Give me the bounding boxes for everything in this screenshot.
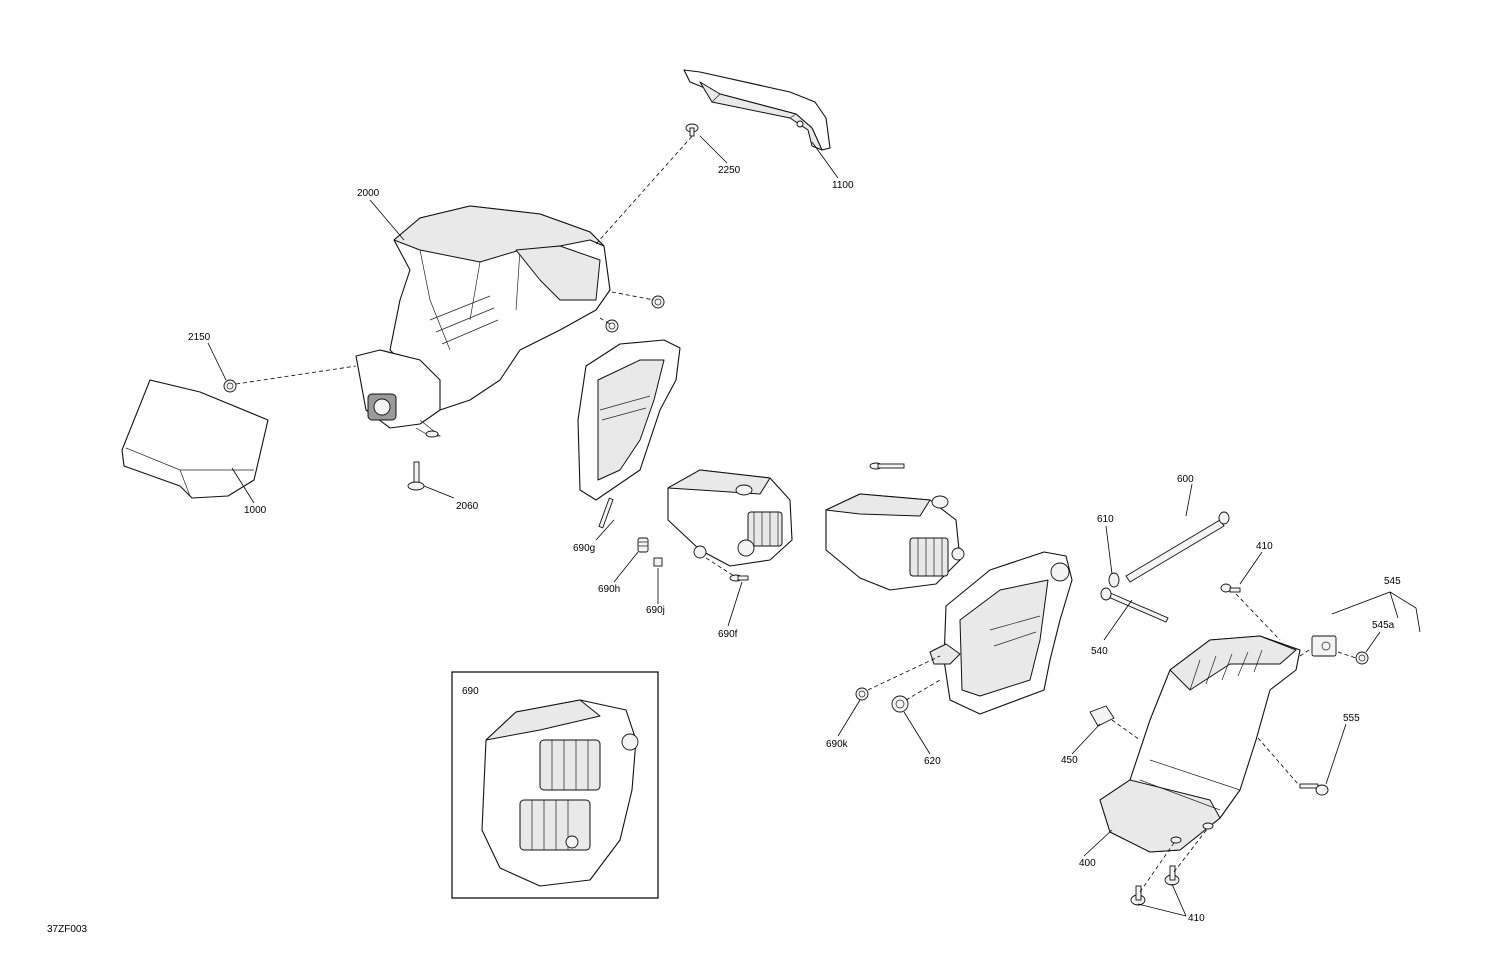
part-2000-main-housing xyxy=(355,205,611,438)
part-620-nut xyxy=(891,695,909,713)
assembly-dashed-lines xyxy=(235,133,1357,893)
part-nut-lower xyxy=(605,319,619,333)
part-2150-nut xyxy=(223,379,237,393)
part-frame-bracket-right xyxy=(929,551,1073,715)
label-2000: 2000 xyxy=(357,188,380,199)
label-410-lower: 410 xyxy=(1188,913,1205,924)
figure-code: 37ZF003 xyxy=(47,924,87,935)
label-545: 545 xyxy=(1384,576,1401,587)
label-1100: 1100 xyxy=(832,180,854,191)
part-2060-screw xyxy=(407,461,425,491)
label-400: 400 xyxy=(1079,858,1096,869)
part-540-bolt xyxy=(1100,587,1169,623)
part-2250-screw xyxy=(685,123,699,137)
leader-lines xyxy=(207,135,1421,917)
label-620: 620 xyxy=(924,756,941,767)
part-400-lower-housing xyxy=(1099,635,1301,853)
label-690f: 690f xyxy=(718,629,738,640)
label-2060: 2060 xyxy=(456,501,479,512)
part-bolt-motor-2 xyxy=(869,462,905,470)
part-frame-bracket-left xyxy=(577,339,681,501)
label-600: 600 xyxy=(1177,474,1194,485)
part-545a-nut xyxy=(1355,651,1369,665)
part-motor-unit-1 xyxy=(667,469,793,567)
label-545a: 545a xyxy=(1372,620,1395,631)
label-690-inset: 690 xyxy=(462,686,479,697)
part-545-nut-block xyxy=(1311,635,1337,657)
label-555: 555 xyxy=(1343,713,1360,724)
part-motor-unit-2 xyxy=(825,493,965,591)
label-540: 540 xyxy=(1091,646,1108,657)
label-690j: 690j xyxy=(646,605,665,616)
part-555-screw xyxy=(1299,783,1329,796)
part-690h-spring xyxy=(637,537,649,553)
label-2250: 2250 xyxy=(718,165,741,176)
part-690g-stud xyxy=(598,497,614,529)
inset-690-assembly xyxy=(451,671,659,899)
part-410-screw-lower-a xyxy=(1130,885,1146,906)
label-690g: 690g xyxy=(573,543,595,554)
label-450: 450 xyxy=(1061,755,1078,766)
part-410-screw-upper xyxy=(1220,583,1241,593)
label-2150: 2150 xyxy=(188,332,211,343)
label-1000: 1000 xyxy=(244,505,267,516)
part-600-bolt xyxy=(1125,511,1230,583)
part-labels: 2250 1100 2000 2150 1000 2060 690g 690h … xyxy=(47,165,1401,935)
label-690k: 690k xyxy=(826,739,849,750)
part-nut-upper xyxy=(651,295,665,309)
part-690j-clip xyxy=(653,557,663,567)
label-690h: 690h xyxy=(598,584,620,595)
part-410-screw-lower-b xyxy=(1164,865,1180,886)
part-1000-side-cover xyxy=(121,379,269,499)
part-450-clip xyxy=(1089,705,1115,727)
part-1100-trim-panel xyxy=(683,69,831,151)
part-610-washer xyxy=(1108,572,1120,588)
part-690k-nut xyxy=(855,687,869,701)
label-410-upper: 410 xyxy=(1256,541,1273,552)
label-610: 610 xyxy=(1097,514,1114,525)
part-690f-screw xyxy=(729,574,749,582)
